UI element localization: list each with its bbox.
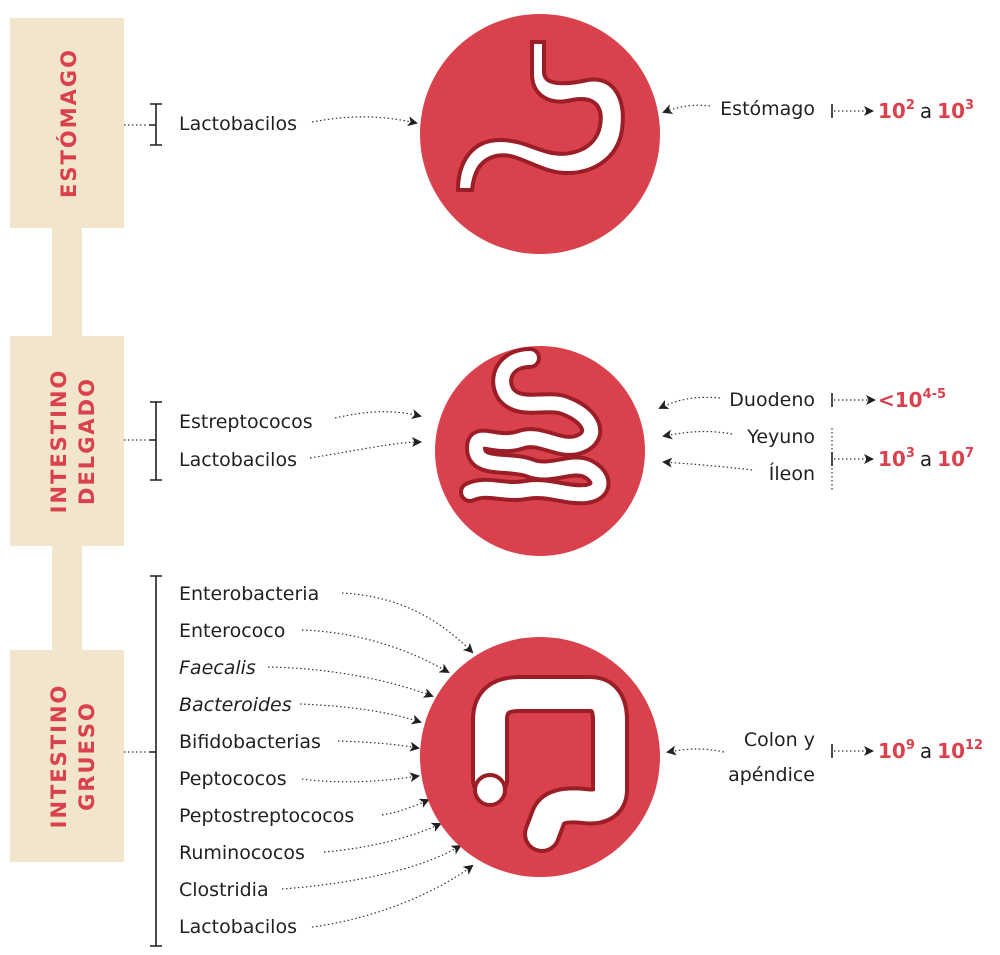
- region-label-yeyuno: Yeyuno: [746, 426, 815, 448]
- bacteria-label: Peptococos: [179, 768, 287, 790]
- count-bracket-yeyuno-ileon: [831, 428, 874, 490]
- count-duodeno: <104-5: [878, 387, 946, 412]
- section-title-stomach: ESTÓMAGO: [56, 48, 81, 198]
- region-label-colon-line2: apéndice: [728, 764, 815, 786]
- region-label-duodeno: Duodeno: [729, 389, 815, 411]
- stomach-circle: [420, 14, 660, 254]
- bacteria-label: Faecalis: [179, 657, 256, 679]
- region-label-ileon: Íleon: [769, 462, 815, 485]
- section-panel-small-intestine: [10, 336, 124, 546]
- bacteria-label: Bifidobacterias: [179, 731, 321, 753]
- bacteria-arrows: [267, 116, 474, 928]
- region-arrows: [658, 104, 753, 756]
- region-label-colon-line1: Colon y: [744, 729, 815, 751]
- bacteria-label: Enterococo: [179, 620, 285, 642]
- bacteria-label: Lactobacilos: [179, 449, 297, 471]
- section-title-small-intestine-line2: DELGADO: [75, 377, 99, 505]
- panel-connector: [52, 546, 82, 650]
- bracket-large-intestine: [124, 575, 162, 947]
- large-intestine-icon: [471, 675, 629, 853]
- count-bracket-colon: [831, 744, 874, 758]
- bacteria-label: Lactobacilos: [179, 113, 297, 135]
- section-panel-large-intestine: [10, 650, 124, 862]
- section-title-large-intestine-line1: INTESTINO: [47, 684, 71, 829]
- panel-connector: [52, 228, 82, 336]
- bacteria-label: Lactobacilos: [179, 916, 297, 938]
- count-bracket-stomach: [831, 104, 874, 118]
- bacteria-label: Estreptococos: [179, 411, 313, 433]
- section-title-small-intestine-line1: INTESTINO: [47, 369, 71, 514]
- small-intestine-icon: [459, 347, 611, 506]
- bacteria-label: Enterobacteria: [179, 583, 319, 605]
- bacteria-label: Clostridia: [179, 879, 269, 901]
- bacteria-label: Peptostreptococos: [179, 805, 354, 827]
- section-title-large-intestine-line2: GRUESO: [75, 701, 99, 811]
- count-bracket-duodeno: [831, 393, 876, 407]
- bacteria-label: Ruminococos: [179, 842, 305, 864]
- bracket-stomach: [124, 103, 162, 146]
- bracket-small-intestine: [124, 401, 162, 481]
- region-label-stomach: Estómago: [720, 98, 815, 120]
- stomach-icon: [455, 40, 625, 192]
- section-panel-stomach: [10, 18, 124, 228]
- bacteria-label: Bacteroides: [179, 694, 292, 716]
